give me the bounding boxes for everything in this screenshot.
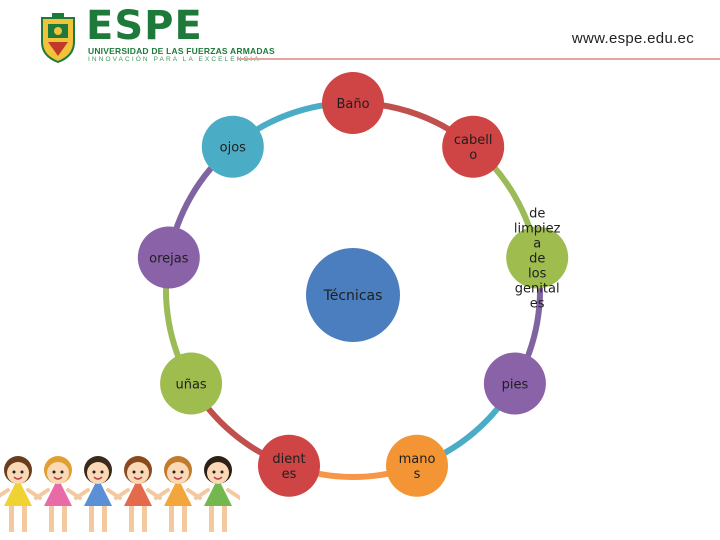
child-figure xyxy=(154,456,202,532)
cycle-node-circle xyxy=(201,115,264,178)
cycle-node-circle xyxy=(442,115,505,178)
logo-motto: INNOVACIÓN PARA LA EXCELENCIA xyxy=(88,56,261,63)
child-figure xyxy=(34,456,82,532)
cycle-node-label: ojos xyxy=(220,141,247,156)
cycle-node-label: uñas xyxy=(175,378,206,393)
cycle-node: uñas xyxy=(160,352,223,415)
cycle-node: ojos xyxy=(201,115,264,178)
children-illustration xyxy=(0,456,240,532)
child-figure xyxy=(194,456,240,532)
cycle-node-circle xyxy=(258,434,320,497)
site-url: www.espe.edu.ec xyxy=(571,30,694,47)
cycle-node-circle xyxy=(386,434,448,497)
cycle-node: pies xyxy=(483,352,546,415)
cycle-node-label: pies xyxy=(502,378,529,393)
cycle-node: orejas xyxy=(137,226,200,289)
cycle-node-label: orejas xyxy=(149,252,189,267)
logo-subtitle: UNIVERSIDAD DE LAS FUERZAS ARMADAS xyxy=(88,46,275,56)
cycle-node-circle xyxy=(483,352,546,415)
cycle-node-circle xyxy=(322,72,384,134)
university-seal-icon xyxy=(41,13,75,64)
header-divider xyxy=(238,58,720,60)
child-figure xyxy=(74,456,122,532)
cycle-node: Baño xyxy=(322,72,384,134)
cycle-node-label: Baño xyxy=(336,97,369,112)
header: ESPE UNIVERSIDAD DE LAS FUERZAS ARMADAS … xyxy=(0,0,720,72)
center-label: Técnicas xyxy=(323,288,383,304)
center-node: Técnicas xyxy=(306,248,400,342)
center-circle xyxy=(306,248,400,342)
cycle-node-circle xyxy=(506,226,569,289)
child-figure xyxy=(114,456,162,532)
logo-wordmark: ESPE xyxy=(86,3,203,49)
cycle-node-circle xyxy=(137,226,200,289)
child-figure xyxy=(0,456,42,532)
cycle-node-circle xyxy=(160,352,223,415)
